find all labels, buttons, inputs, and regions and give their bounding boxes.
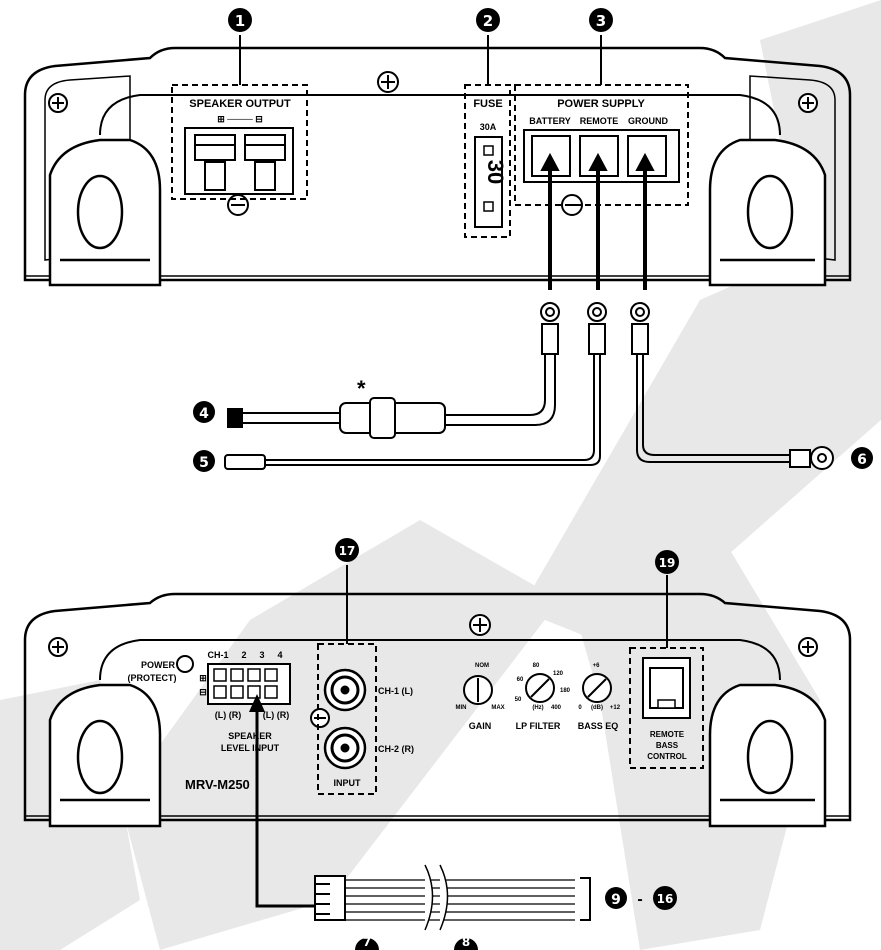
bass-plus6: +6 (593, 663, 601, 669)
lp-60: 60 (517, 677, 524, 683)
svg-text:19: 19 (659, 556, 676, 570)
lp-unit: (Hz) (532, 705, 543, 711)
bass-0: 0 (578, 705, 582, 711)
speaker-output-box: SPEAKER OUTPUT ⊞ ──── ⊟ (171, 84, 308, 200)
lr-right-label: (L) (R) (263, 710, 290, 720)
callout-4: 4 (193, 401, 215, 423)
top-left-foot (48, 138, 162, 287)
power-wires (224, 152, 834, 470)
callout-range-dash: - (637, 891, 642, 908)
fuse-box: FUSE 30A 30 (464, 84, 511, 238)
svg-text:9: 9 (611, 892, 621, 908)
callout-8: 8 (454, 935, 478, 950)
callout-lines (239, 35, 668, 648)
input-ch2-label: CH-2 (R) (378, 744, 414, 754)
callout-2: 2 (476, 8, 500, 32)
svg-text:16: 16 (657, 892, 674, 906)
callout-3: 3 (589, 8, 613, 32)
lp-filter-label: LP FILTER (516, 721, 561, 731)
gain-nom: NOM (475, 663, 489, 669)
speaker-level-label-2: LEVEL INPUT (221, 743, 280, 753)
speaker-level-input: CH-1 2 3 4 ⊞ ⊟ (L) (R) (L) (R) SPEAKER L… (199, 650, 291, 753)
fuse-rating: 30A (480, 122, 497, 132)
svg-text:2: 2 (483, 12, 493, 30)
lp-50: 50 (515, 697, 522, 703)
bottom-left-foot (48, 683, 162, 828)
lp-filter-knob: 80 60 50 120 180 400 (Hz) LP FILTER (515, 663, 571, 731)
callout-9: 9 (605, 887, 627, 909)
callout-1: 1 (228, 8, 252, 32)
lp-400: 400 (551, 705, 562, 711)
callout-5: 5 (193, 450, 215, 472)
svg-text:7: 7 (363, 935, 371, 949)
model-label: MRV-M250 (185, 777, 250, 792)
input-label: INPUT (334, 778, 362, 788)
speaker-polarity-label: ⊞ ──── ⊟ (217, 114, 263, 124)
callout-16: 16 (653, 886, 677, 910)
lp-120: 120 (553, 671, 564, 677)
svg-text:5: 5 (199, 455, 209, 471)
gain-knob: NOM MIN MAX GAIN (456, 663, 505, 731)
bass-plus12: +12 (610, 705, 621, 711)
speaker-output-label: SPEAKER OUTPUT (189, 98, 291, 110)
svg-text:6: 6 (857, 452, 867, 468)
callout-19: 19 (655, 550, 679, 574)
svg-text:3: 3 (596, 12, 606, 30)
svg-text:17: 17 (339, 544, 356, 558)
remote-bass-label-3: CONTROL (647, 752, 687, 761)
ground-label: GROUND (628, 116, 668, 126)
lp-80: 80 (533, 663, 540, 669)
ch3-label: 3 (259, 650, 264, 660)
power-terminal-block (523, 129, 680, 183)
gain-min: MIN (456, 705, 467, 711)
bass-eq-knob: +6 0 (dB) +12 BASS EQ (578, 663, 621, 731)
speaker-level-harness (249, 694, 591, 931)
callout-7: 7 (355, 935, 379, 950)
bottom-right-foot (708, 683, 827, 828)
gain-max: MAX (491, 705, 504, 711)
bass-eq-label: BASS EQ (578, 721, 619, 731)
top-screws (48, 71, 818, 216)
input-ch1-label: CH-1 (L) (378, 686, 413, 696)
protect-label: (PROTECT) (128, 673, 177, 683)
remote-bass-label-2: BASS (656, 741, 679, 750)
svg-text:8: 8 (462, 935, 470, 949)
speaker-level-label-1: SPEAKER (228, 731, 272, 741)
plus-sign: ⊞ (199, 673, 207, 683)
remote-bass-control-box: REMOTE BASS CONTROL (629, 647, 704, 769)
remote-label: REMOTE (580, 116, 619, 126)
callout-17: 17 (335, 538, 359, 562)
lr-left-label: (L) (R) (215, 710, 242, 720)
power-label: POWER (141, 660, 176, 670)
ch4-label: 4 (277, 650, 282, 660)
ch1-label: CH-1 (207, 650, 228, 660)
power-supply-box: POWER SUPPLY BATTERY REMOTE GROUND (514, 84, 689, 206)
battery-label: BATTERY (529, 116, 571, 126)
speaker-terminal-block (184, 127, 294, 195)
minus-sign: ⊟ (199, 687, 207, 697)
fuse-label: FUSE (473, 98, 502, 110)
svg-text:4: 4 (199, 406, 209, 422)
lp-180: 180 (560, 688, 571, 694)
power-led-icon (176, 655, 194, 673)
callout-6: 6 (851, 447, 873, 469)
rca-input-box: CH-1 (L) CH-2 (R) INPUT (317, 643, 414, 795)
fuse-value: 30 (483, 160, 508, 184)
power-supply-label: POWER SUPPLY (557, 98, 645, 110)
ch2-label: 2 (241, 650, 246, 660)
fuse-asterisk: * (357, 376, 366, 401)
top-right-foot (708, 138, 827, 287)
remote-bass-label-1: REMOTE (650, 730, 685, 739)
bottom-screws (48, 614, 818, 728)
gain-label: GAIN (469, 721, 492, 731)
bass-unit: (dB) (591, 705, 603, 711)
svg-text:1: 1 (235, 12, 245, 30)
